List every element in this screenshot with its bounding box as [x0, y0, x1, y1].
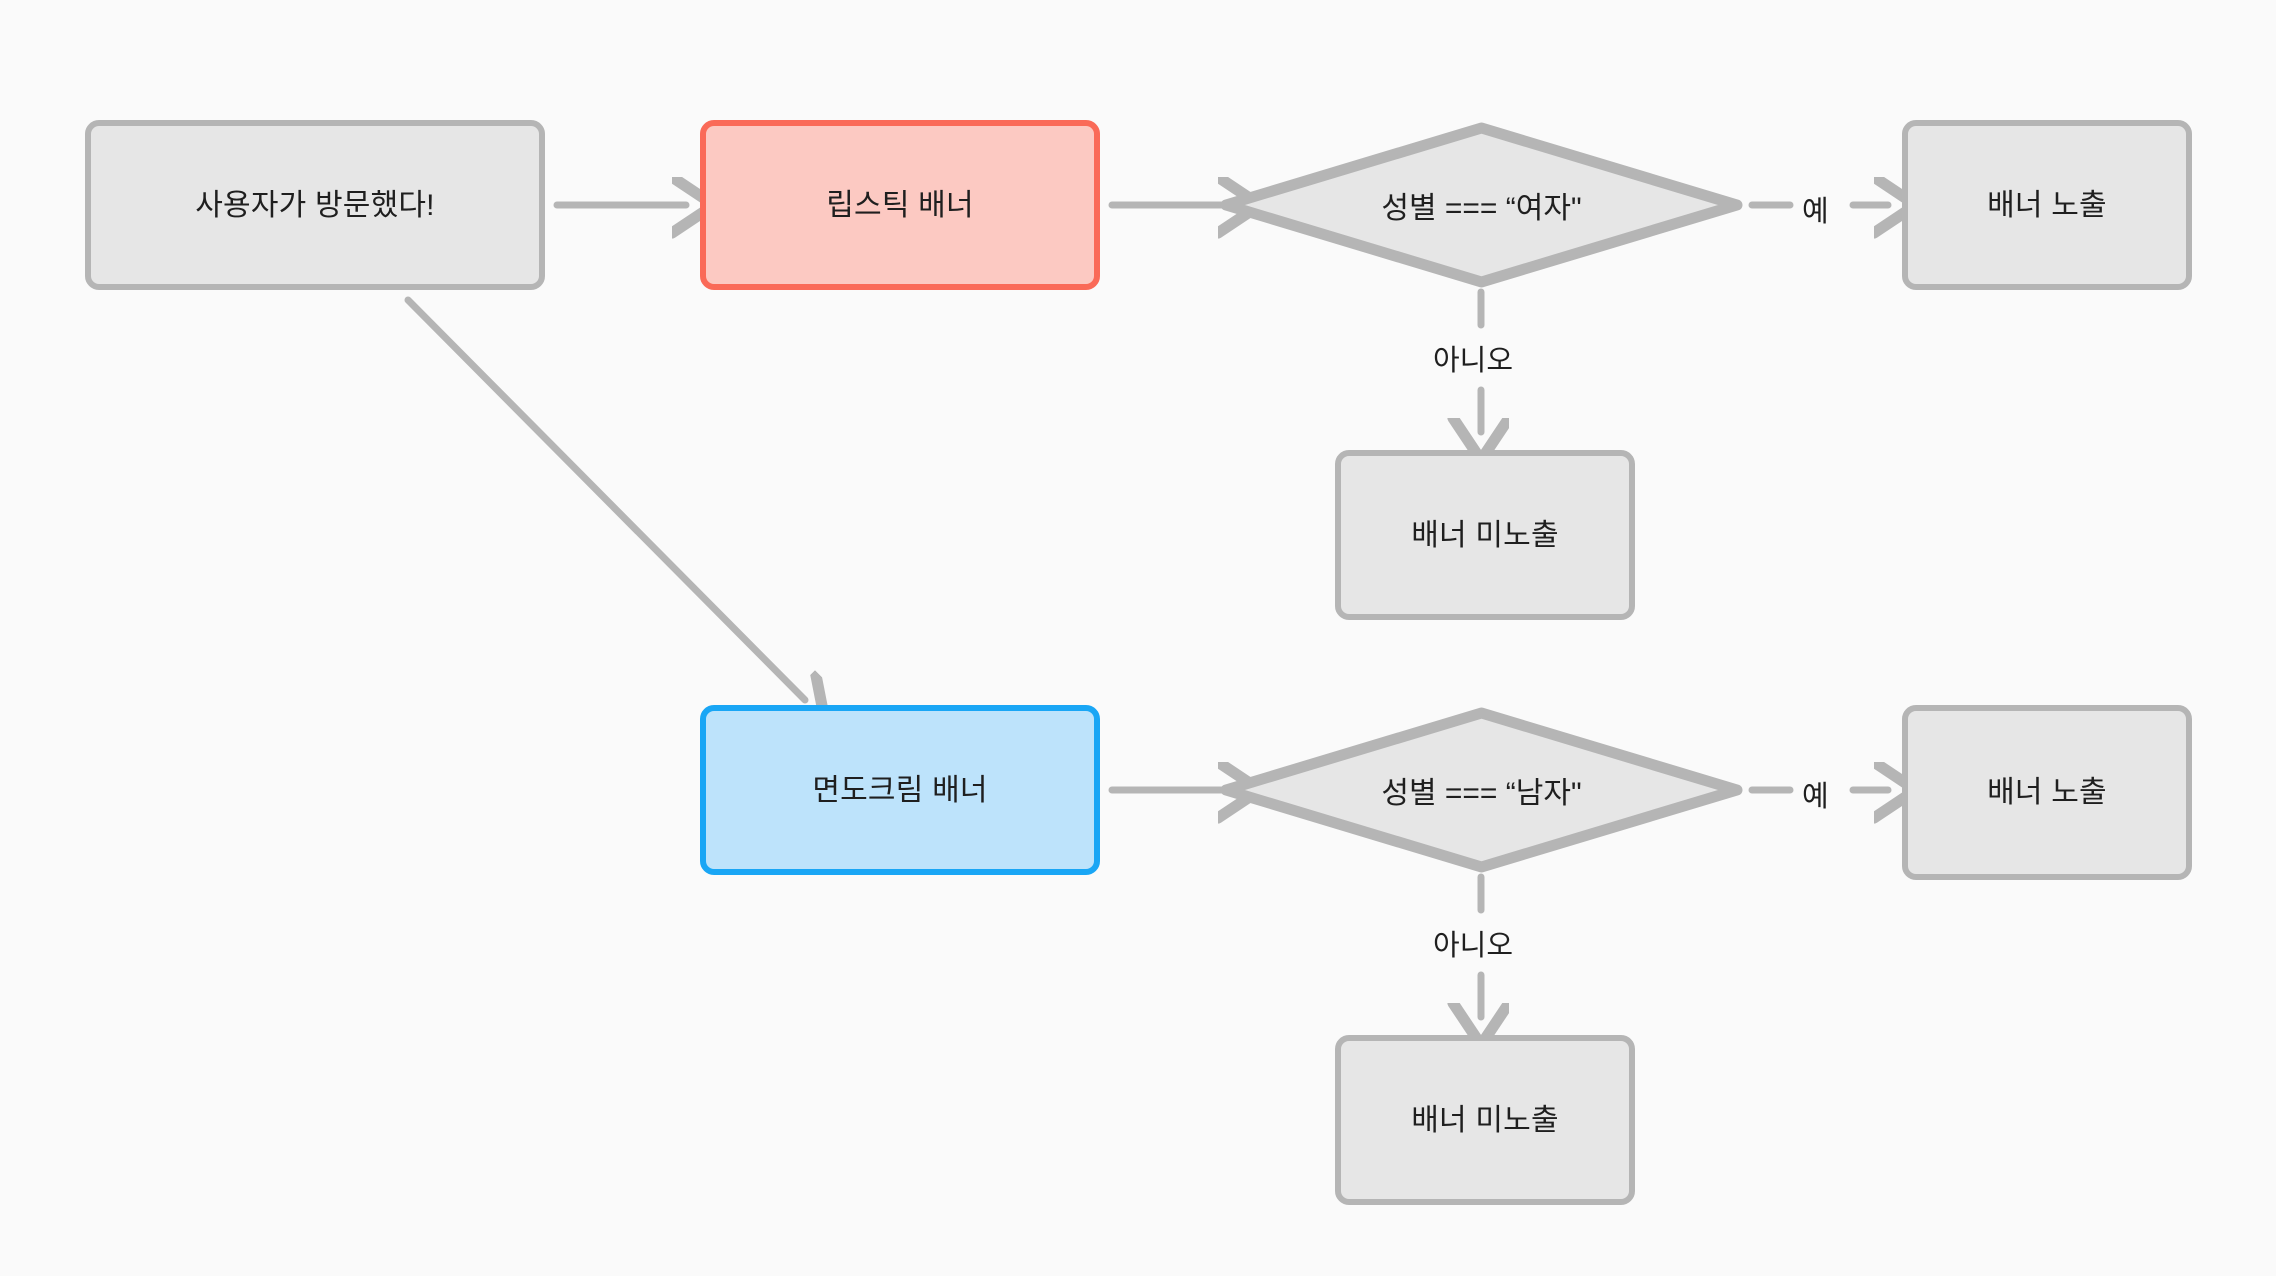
node-hide-banner-bottom-label: 배너 미노출 [1411, 1103, 1559, 1137]
edge-label-no-bottom: 아니오 [1433, 930, 1514, 962]
node-hide-banner-top-label: 배너 미노출 [1411, 518, 1559, 552]
edge-label-no-top: 아니오 [1433, 345, 1514, 377]
node-show-banner-bottom[interactable]: 배너 노출 [1902, 705, 2192, 880]
node-hide-banner-top[interactable]: 배너 미노출 [1335, 450, 1635, 620]
node-lipstick-banner[interactable]: 립스틱 배너 [700, 120, 1100, 290]
edge-label-yes-bottom: 예 [1802, 781, 1829, 813]
node-shaving-cream-banner-label: 면도크림 배너 [812, 773, 988, 807]
node-show-banner-top-label: 배너 노출 [1987, 188, 2107, 222]
node-start-label: 사용자가 방문했다! [195, 188, 435, 222]
node-condition-female-label: 성별 === “여자" [1381, 192, 1582, 225]
edge-start-to-shaving [404, 296, 805, 700]
node-condition-female[interactable]: 성별 === “여자" [1218, 120, 1745, 290]
node-condition-male[interactable]: 성별 === “남자" [1218, 705, 1745, 875]
node-show-banner-bottom-label: 배너 노출 [1987, 776, 2107, 809]
node-condition-male-label: 성별 === “남자" [1381, 777, 1582, 810]
edge-label-yes-top: 예 [1802, 196, 1829, 228]
node-shaving-cream-banner[interactable]: 면도크림 배너 [700, 705, 1100, 875]
node-start[interactable]: 사용자가 방문했다! [85, 120, 545, 290]
node-show-banner-top[interactable]: 배너 노출 [1902, 120, 2192, 290]
node-lipstick-banner-label: 립스틱 배너 [826, 188, 974, 222]
node-hide-banner-bottom[interactable]: 배너 미노출 [1335, 1035, 1635, 1205]
